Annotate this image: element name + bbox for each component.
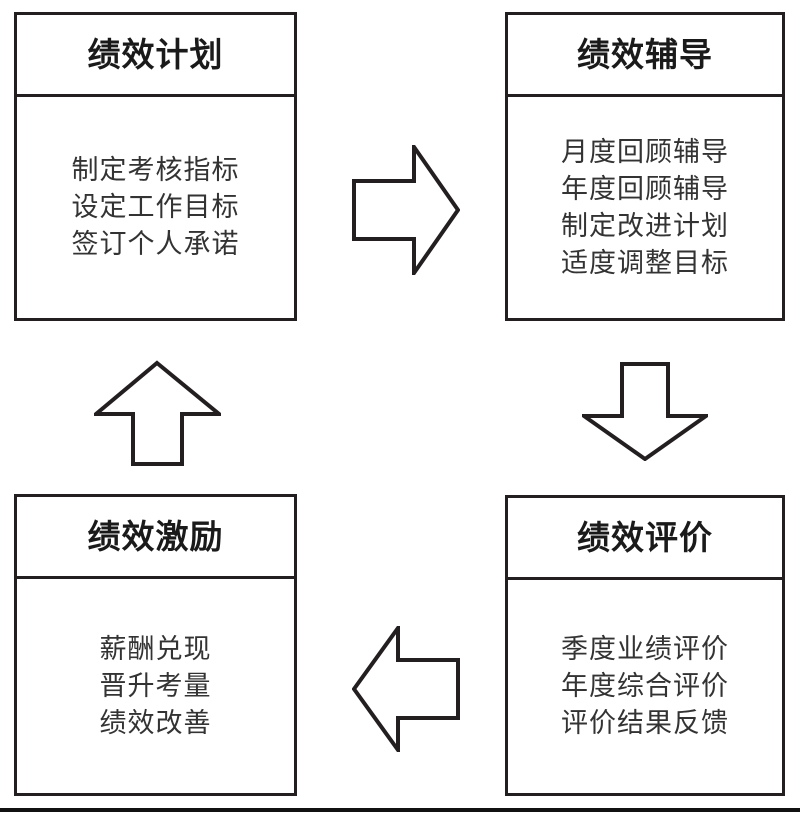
node-coaching-item-3: 制定改进计划 bbox=[561, 210, 729, 242]
node-evaluation-body: 季度业绩评价 年度综合评价 评价结果反馈 bbox=[508, 580, 782, 793]
node-plan-body: 制定考核指标 设定工作目标 签订个人承诺 bbox=[17, 97, 294, 318]
node-plan[interactable]: 绩效计划 制定考核指标 设定工作目标 签订个人承诺 bbox=[14, 12, 297, 321]
node-evaluation-item-2: 年度综合评价 bbox=[561, 671, 729, 702]
node-incentive-body: 薪酬兑现 晋升考量 绩效改善 bbox=[17, 579, 294, 793]
arrow-down-icon bbox=[582, 362, 708, 461]
node-coaching-title: 绩效辅导 bbox=[577, 35, 713, 74]
node-evaluation-item-3: 评价结果反馈 bbox=[561, 708, 729, 739]
node-evaluation-item-1: 季度业绩评价 bbox=[561, 634, 729, 665]
node-incentive-header: 绩效激励 bbox=[17, 497, 294, 579]
node-plan-item-1: 制定考核指标 bbox=[71, 155, 240, 186]
bottom-divider bbox=[0, 808, 800, 812]
node-incentive-title: 绩效激励 bbox=[87, 517, 224, 556]
node-plan-item-2: 设定工作目标 bbox=[71, 192, 240, 223]
arrow-right-icon bbox=[352, 145, 460, 275]
node-incentive-item-2: 晋升考量 bbox=[99, 670, 212, 702]
node-plan-item-3: 签订个人承诺 bbox=[71, 229, 240, 260]
arrow-up-icon bbox=[94, 360, 221, 466]
node-coaching[interactable]: 绩效辅导 月度回顾辅导 年度回顾辅导 制定改进计划 适度调整目标 bbox=[505, 12, 785, 321]
node-evaluation-title: 绩效评价 bbox=[577, 518, 713, 557]
node-plan-header: 绩效计划 bbox=[17, 15, 294, 97]
node-evaluation[interactable]: 绩效评价 季度业绩评价 年度综合评价 评价结果反馈 bbox=[505, 495, 785, 796]
node-coaching-item-2: 年度回顾辅导 bbox=[561, 173, 729, 205]
node-incentive-item-3: 绩效改善 bbox=[99, 707, 212, 739]
arrow-left-icon bbox=[352, 626, 460, 752]
node-incentive-item-1: 薪酬兑现 bbox=[99, 633, 212, 665]
node-evaluation-header: 绩效评价 bbox=[508, 498, 782, 580]
node-incentive[interactable]: 绩效激励 薪酬兑现 晋升考量 绩效改善 bbox=[14, 494, 297, 796]
node-plan-title: 绩效计划 bbox=[87, 35, 224, 74]
node-coaching-item-1: 月度回顾辅导 bbox=[561, 136, 729, 168]
node-coaching-header: 绩效辅导 bbox=[508, 15, 782, 97]
node-coaching-item-4: 适度调整目标 bbox=[561, 247, 729, 279]
node-coaching-body: 月度回顾辅导 年度回顾辅导 制定改进计划 适度调整目标 bbox=[508, 97, 782, 318]
